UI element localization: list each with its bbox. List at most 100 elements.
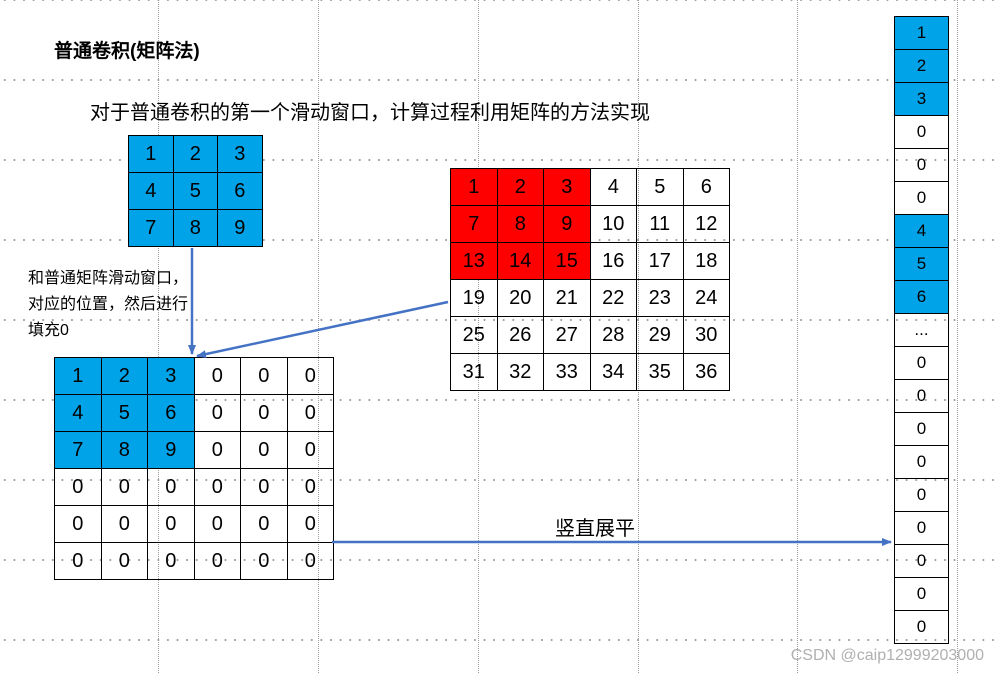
padded-cell: 0	[193, 394, 241, 432]
input-cell: 18	[682, 242, 730, 280]
input-cell: 33	[543, 353, 591, 391]
input-cell: 17	[636, 242, 684, 280]
flat-row: 0	[894, 577, 949, 611]
window-to-padded-arrow	[196, 300, 449, 359]
padded-cell: 3	[147, 357, 195, 395]
input-cell: 11	[636, 205, 684, 243]
input-cell: 32	[496, 353, 544, 391]
input-cell: 28	[589, 316, 637, 354]
kernel-cell: 4	[128, 172, 174, 210]
kernel-cell: 3	[217, 135, 263, 173]
input-cell: 4	[589, 168, 637, 206]
padded-cell: 0	[286, 357, 334, 395]
flat-row: 2	[894, 49, 949, 83]
padded-cell: 0	[193, 357, 241, 395]
input-cell: 12	[682, 205, 730, 243]
padded-cell: 0	[286, 468, 334, 506]
flat-row: 0	[894, 148, 949, 182]
padded-cell: 0	[100, 468, 148, 506]
padded-cell: 0	[193, 542, 241, 580]
input-cell: 30	[682, 316, 730, 354]
kernel-cell: 5	[172, 172, 218, 210]
padded-cell: 0	[286, 542, 334, 580]
padded-cell: 7	[54, 431, 102, 469]
input-cell: 2	[496, 168, 544, 206]
input-cell: 3	[543, 168, 591, 206]
padded-cell: 6	[147, 394, 195, 432]
input-cell: 31	[450, 353, 498, 391]
flat-cell: 0	[894, 610, 949, 644]
kernel-cell: 8	[172, 209, 218, 247]
flat-row: 0	[894, 544, 949, 578]
flat-cell: 0	[894, 511, 949, 545]
flat-cell: 1	[894, 16, 949, 50]
input-cell: 19	[450, 279, 498, 317]
kernel-cell: 2	[172, 135, 218, 173]
padded-cell: 0	[240, 468, 288, 506]
padded-cell: 0	[240, 542, 288, 580]
padded-cell: 4	[54, 394, 102, 432]
flat-cell: 0	[894, 412, 949, 446]
padded-cell: 0	[193, 431, 241, 469]
padded-cell: 5	[100, 394, 148, 432]
flat-cell: ...	[894, 313, 949, 347]
flat-row: 0	[894, 346, 949, 380]
watermark: CSDN @caip12999203000	[790, 647, 984, 664]
flat-cell: 6	[894, 280, 949, 314]
flat-cell: 4	[894, 214, 949, 248]
padded-cell: 0	[54, 542, 102, 580]
flat-row: 0	[894, 610, 949, 644]
flat-row: 0	[894, 445, 949, 479]
flat-cell: 3	[894, 82, 949, 116]
padded-cell: 0	[54, 468, 102, 506]
flat-row: 0	[894, 181, 949, 215]
flat-row: 0	[894, 412, 949, 446]
padded-cell: 9	[147, 431, 195, 469]
flat-row: 0	[894, 478, 949, 512]
flat-cell: 0	[894, 445, 949, 479]
padded-cell: 0	[100, 542, 148, 580]
flat-row: 4	[894, 214, 949, 248]
padded-cell: 0	[240, 394, 288, 432]
input-cell: 25	[450, 316, 498, 354]
flat-cell: 0	[894, 478, 949, 512]
flat-row: 5	[894, 247, 949, 281]
flat-row: 0	[894, 511, 949, 545]
input-cell: 26	[496, 316, 544, 354]
padded-cell: 1	[54, 357, 102, 395]
input-cell: 27	[543, 316, 591, 354]
flat-cell: 5	[894, 247, 949, 281]
padded-cell: 0	[286, 394, 334, 432]
padded-cell: 0	[286, 505, 334, 543]
padded-cell: 0	[147, 505, 195, 543]
input-cell: 36	[682, 353, 730, 391]
kernel-cell: 7	[128, 209, 174, 247]
padded-cell: 0	[286, 431, 334, 469]
input-cell: 21	[543, 279, 591, 317]
padded-cell: 0	[100, 505, 148, 543]
input-cell: 29	[636, 316, 684, 354]
input-cell: 24	[682, 279, 730, 317]
input-cell: 34	[589, 353, 637, 391]
flat-cell: 0	[894, 577, 949, 611]
input-cell: 9	[543, 205, 591, 243]
kernel-cell: 9	[217, 209, 263, 247]
input-cell: 20	[496, 279, 544, 317]
